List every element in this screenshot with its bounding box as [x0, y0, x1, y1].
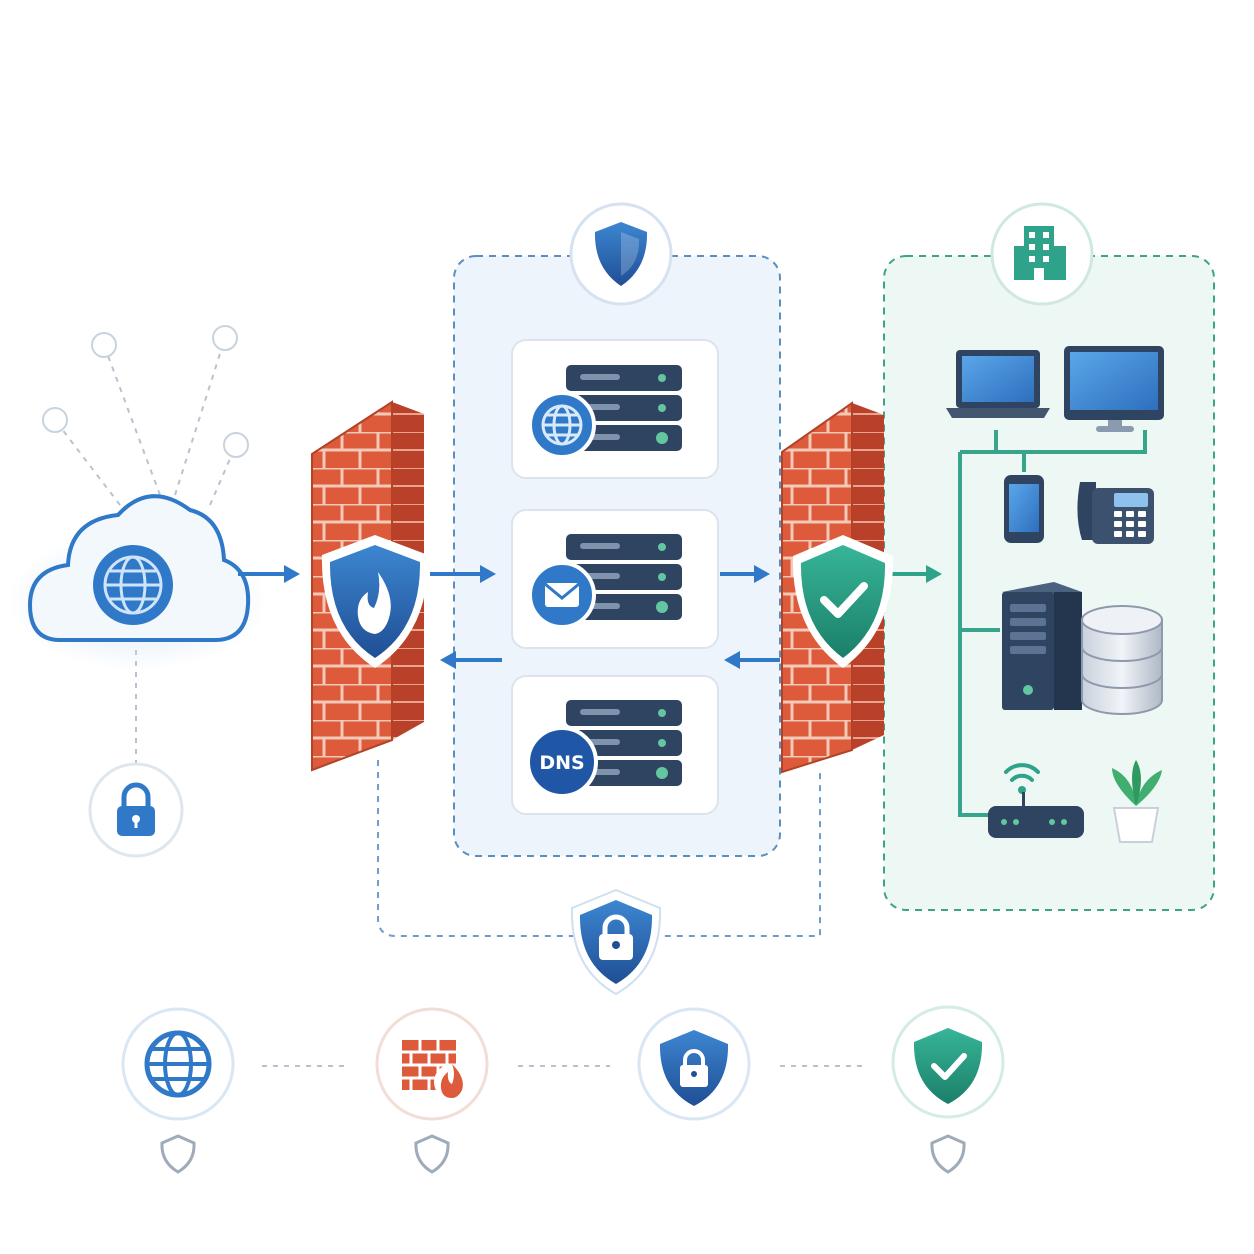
shield-icon: [594, 222, 648, 286]
internet-cloud: [8, 494, 268, 670]
perimeter-firewall: [311, 400, 429, 772]
cloud-lock-badge: [88, 762, 184, 858]
flame-icon: [440, 1064, 463, 1098]
legend-firewall: [375, 1007, 489, 1174]
internal-firewall: [781, 401, 894, 774]
dns-label: DNS: [539, 752, 584, 774]
internal-building-badge: [990, 202, 1094, 306]
internet-node-links: [42, 325, 249, 506]
network-node-icon: [223, 432, 249, 458]
dmz-dns-server: DNS: [511, 675, 719, 815]
network-node-icon: [42, 407, 68, 433]
lock-shield-icon: [659, 1030, 729, 1106]
envelope-icon: [528, 561, 596, 629]
legend-internet: [121, 1007, 235, 1174]
plant-icon: [1112, 760, 1162, 843]
lan-bus: [958, 430, 1147, 817]
monitor-icon: [1064, 346, 1164, 432]
network-node-icon: [91, 332, 117, 358]
check-shield-icon: [913, 1028, 983, 1104]
flow-arrows: [238, 565, 942, 669]
laptop-icon: [946, 350, 1050, 418]
building-icon: [1014, 226, 1066, 280]
legend-verified: [891, 1005, 1005, 1174]
outline-shield-icon: [414, 1134, 450, 1174]
outline-shield-icon: [160, 1134, 196, 1174]
desk-phone-icon: [1077, 482, 1154, 544]
secure-tunnel-path: [377, 760, 821, 937]
globe-icon: [144, 1030, 212, 1098]
network-node-icon: [212, 325, 238, 351]
lock-icon: [117, 782, 155, 836]
tunnel-lock-shield: [570, 888, 662, 996]
check-shield-icon: [792, 535, 894, 668]
smartphone-icon: [1004, 475, 1044, 543]
dns-badge: DNS: [526, 726, 598, 798]
legend-secure-dmz: [637, 1007, 751, 1121]
tower-server-icon: [1002, 582, 1082, 710]
legend-row: [121, 1005, 1005, 1174]
globe-icon: [528, 391, 596, 459]
dmz-web-server: [511, 339, 719, 479]
dmz-shield-badge: [569, 202, 673, 306]
router-icon: [988, 763, 1084, 838]
database-icon: [1081, 605, 1163, 715]
outline-shield-icon: [930, 1134, 966, 1174]
globe-icon: [93, 545, 173, 625]
mail-server-icon: [566, 534, 682, 620]
flame-shield-icon: [321, 535, 429, 668]
dmz-mail-server: [511, 509, 719, 649]
